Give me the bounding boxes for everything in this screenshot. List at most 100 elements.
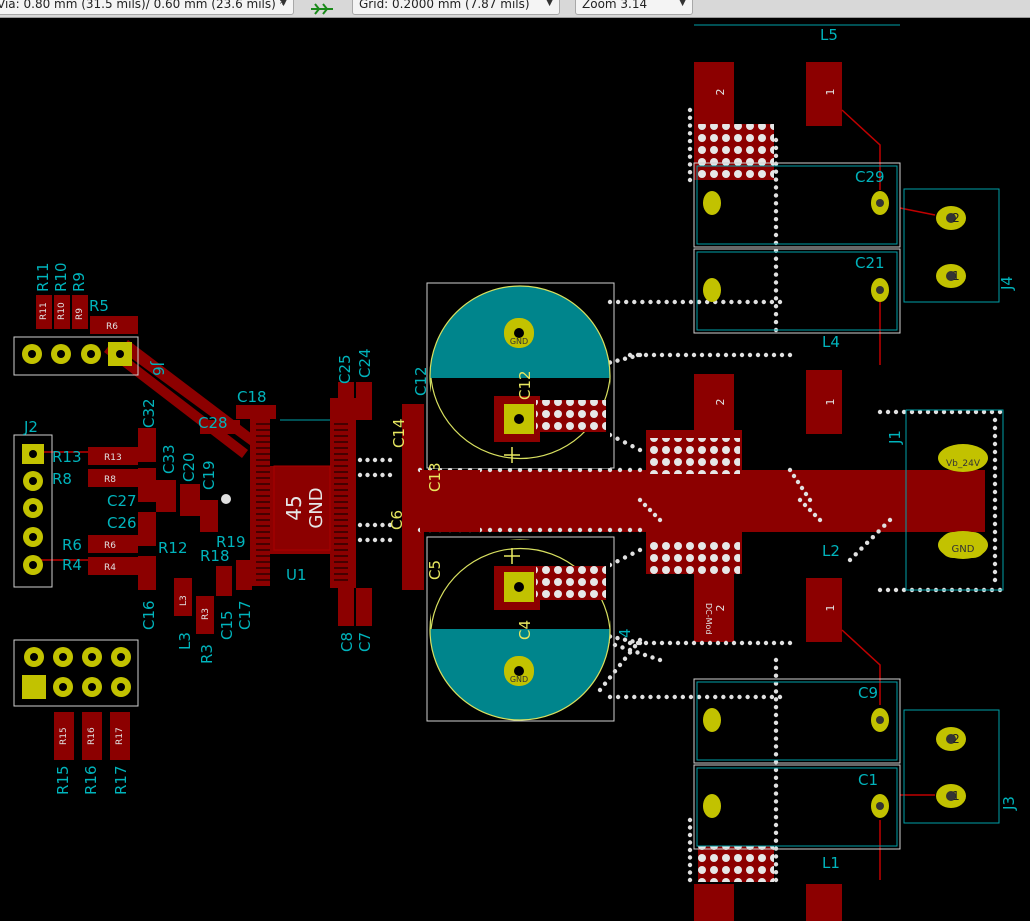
- via: [773, 216, 779, 222]
- resistor-values: R13 R8 R6 R4 R6 R11 R10 R9 R15 R16 R17 L…: [39, 302, 211, 745]
- via: [607, 467, 613, 473]
- via: [657, 517, 663, 523]
- via: [877, 409, 883, 415]
- via: [773, 185, 779, 190]
- via: [617, 662, 623, 668]
- c4-pad-1: [504, 572, 534, 602]
- via: [739, 352, 745, 358]
- via: [557, 467, 563, 473]
- via: [723, 640, 729, 646]
- u1-pin-number: 45: [282, 495, 306, 520]
- via: [737, 299, 742, 305]
- via: [773, 296, 779, 301]
- via: [372, 457, 378, 463]
- l2-pad1: [806, 578, 842, 642]
- via: [651, 640, 657, 646]
- via: [721, 299, 726, 305]
- pads: [22, 191, 988, 818]
- label-c27: C27: [107, 492, 137, 510]
- grid-value: Grid: 0.2000 mm (7.87 mils): [359, 0, 530, 11]
- via: [773, 775, 779, 781]
- via: [691, 352, 697, 358]
- label-c24: C24: [356, 348, 374, 378]
- via: [773, 665, 779, 671]
- via: [687, 840, 693, 845]
- via: [925, 409, 931, 415]
- via: [773, 224, 779, 230]
- via: [637, 527, 643, 533]
- via: [567, 467, 573, 473]
- label-l5: L5: [820, 26, 838, 44]
- via: [687, 123, 693, 128]
- via: [773, 209, 779, 214]
- via: [615, 436, 620, 441]
- via: [773, 869, 779, 875]
- label-l4: L4: [822, 333, 840, 351]
- via: [763, 640, 769, 646]
- via: [622, 356, 628, 361]
- via: [537, 527, 543, 533]
- svg-text:R6: R6: [106, 322, 118, 332]
- via: [773, 704, 779, 710]
- label-r3: R3: [198, 644, 216, 664]
- via: [387, 472, 393, 478]
- via: [487, 467, 493, 473]
- via: [773, 280, 779, 285]
- via: [992, 569, 998, 575]
- via-size-select[interactable]: Via: 0.80 mm (31.5 mils)/ 0.60 mm (23.6 …: [0, 0, 294, 15]
- via: [992, 497, 998, 503]
- via: [747, 352, 753, 358]
- via: [787, 467, 793, 473]
- via: [637, 467, 643, 473]
- via: [901, 587, 907, 593]
- via: [667, 352, 673, 358]
- svg-text:1: 1: [824, 399, 837, 406]
- via: [885, 409, 891, 415]
- via: [721, 694, 726, 700]
- via: [992, 449, 998, 455]
- via: [992, 529, 998, 535]
- via: [627, 467, 633, 473]
- via: [773, 232, 779, 238]
- via: [387, 457, 393, 463]
- via: [612, 642, 618, 648]
- svg-text:R15: R15: [59, 727, 69, 745]
- pad-text: 2 1 2 1 2 1 2 1 2 1 Vb_24V GND GND GND D…: [510, 89, 981, 804]
- via: [773, 712, 779, 718]
- via: [630, 551, 635, 556]
- label-c33: C33: [160, 444, 178, 474]
- svg-text:1: 1: [952, 269, 960, 283]
- via: [992, 537, 998, 543]
- via: [687, 131, 693, 136]
- l4-pad1: [806, 370, 842, 434]
- svg-text:Vb_24V: Vb_24V: [946, 459, 981, 469]
- via: [707, 640, 713, 646]
- via: [992, 481, 998, 487]
- via: [587, 527, 593, 533]
- via: [773, 304, 779, 309]
- via: [659, 352, 665, 358]
- via: [627, 527, 633, 533]
- label-c32: C32: [140, 398, 158, 428]
- svg-text:2: 2: [952, 732, 960, 746]
- label-c7: C7: [356, 632, 374, 652]
- svg-text:1: 1: [952, 789, 960, 803]
- via-size-value: Via: 0.80 mm (31.5 mils)/ 0.60 mm (23.6 …: [0, 0, 286, 11]
- via: [357, 522, 363, 528]
- via: [723, 352, 729, 358]
- via: [607, 299, 613, 305]
- net-highlight-icon[interactable]: [309, 0, 335, 16]
- via: [795, 479, 801, 485]
- label-c8: C8: [338, 632, 356, 652]
- pcb-canvas[interactable]: L5 C29 C21 L4 L2 C9 C1 L1 J4 J1 J3 U1 C1…: [0, 17, 1030, 921]
- via: [683, 352, 689, 358]
- via: [773, 736, 779, 741]
- via: [773, 256, 779, 261]
- via: [623, 299, 629, 305]
- grid-select[interactable]: Grid: 0.2000 mm (7.87 mils) ▼: [352, 0, 560, 15]
- zoom-select[interactable]: Zoom 3.14 ▼: [575, 0, 693, 15]
- label-r11: R11: [34, 262, 52, 292]
- via: [615, 635, 620, 641]
- svg-text:R8: R8: [104, 475, 116, 485]
- via: [909, 409, 915, 415]
